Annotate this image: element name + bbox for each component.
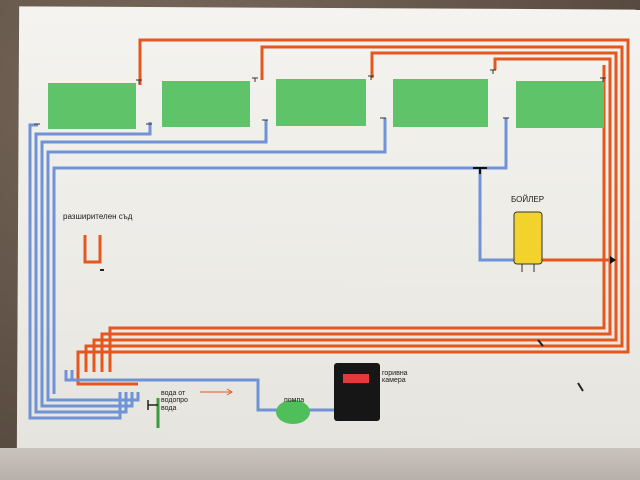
supply-pipe-3	[92, 51, 618, 372]
return-pipe-2	[34, 122, 152, 414]
expansion-vessel-shape	[83, 235, 102, 264]
flow-arrow-head	[226, 388, 233, 396]
radiator-1	[48, 83, 136, 129]
return-pipe-1	[28, 123, 122, 420]
radiator-4	[393, 79, 488, 127]
supply-pipes	[76, 38, 630, 386]
supply-pipe-2	[84, 45, 624, 372]
valve-3	[368, 75, 374, 80]
return-pipe-5	[52, 118, 508, 394]
radiator-3	[276, 79, 366, 126]
chamber-display	[343, 374, 369, 383]
expansion-vessel-label: разширителен съд	[63, 212, 133, 221]
water-valve	[147, 400, 158, 410]
supply-to-chamber	[76, 366, 138, 386]
valves	[34, 69, 606, 125]
valve-4	[490, 69, 496, 74]
supply-pipe-1	[76, 38, 630, 372]
pencil-mark-1	[537, 339, 544, 347]
pencil-mark-2	[577, 382, 584, 392]
radiator-5	[516, 81, 604, 128]
boiler-label: БОЙЛЕР	[511, 195, 545, 204]
combustion-chamber-body	[334, 363, 380, 421]
boiler-tank	[513, 211, 543, 265]
return-pipes	[28, 118, 518, 420]
valve-1	[136, 79, 142, 84]
boiler-arrow	[610, 256, 616, 264]
return-pipe-4	[46, 118, 387, 402]
valve-2	[252, 77, 258, 82]
radiator-2	[162, 81, 250, 127]
boiler-return-pipe	[478, 168, 518, 262]
pump-body	[276, 400, 310, 424]
combustion-chamber-label: горивна камера	[382, 370, 408, 385]
floor-background	[0, 448, 640, 480]
supply-pipe-5	[108, 65, 606, 372]
radiators	[48, 79, 604, 129]
water-supply-label: вода от водопро вода	[161, 390, 188, 412]
return-pipe-3	[40, 120, 268, 408]
supply-pipe-4	[100, 57, 612, 372]
pump-label: помпа	[284, 397, 305, 404]
tee-junction	[473, 167, 487, 174]
valve-5	[600, 77, 606, 82]
